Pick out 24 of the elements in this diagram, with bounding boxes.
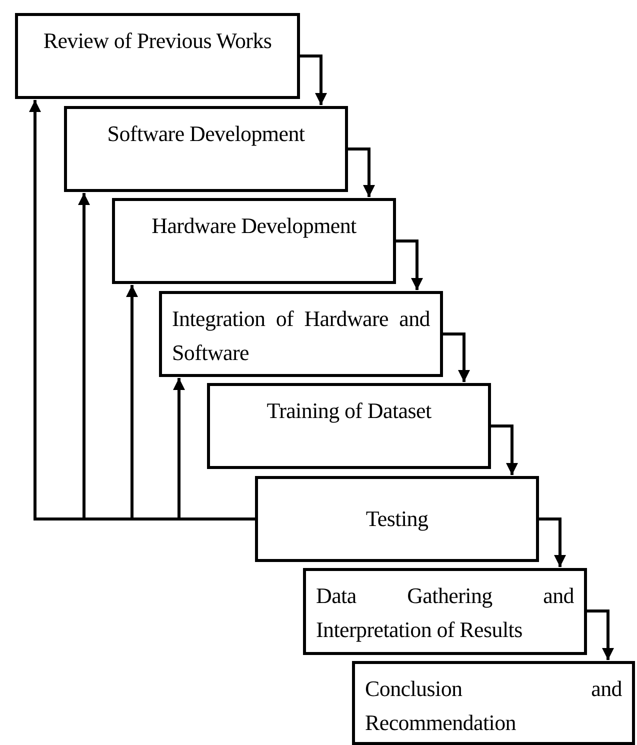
step-label: Integration of Hardware and Software [172, 305, 430, 367]
step-label: Review of Previous Works [42, 27, 273, 55]
process-box [207, 383, 491, 469]
step-label: Software Development [106, 120, 306, 148]
arrow [539, 518, 566, 567]
arrow [300, 54, 327, 105]
step-label: Hardware Development [150, 212, 358, 240]
step-label: Conclusion and Recommendation [365, 675, 622, 737]
step-label: Testing [364, 505, 430, 533]
arrow [443, 332, 470, 382]
process-box [112, 198, 396, 284]
arrow [587, 610, 614, 660]
process-box [303, 568, 587, 655]
process-box [15, 13, 300, 99]
process-box [255, 476, 539, 562]
process-box [159, 291, 443, 377]
process-box [352, 661, 635, 745]
arrow [173, 378, 255, 520]
arrow [396, 240, 423, 290]
arrow [348, 148, 375, 197]
process-box [64, 106, 348, 192]
step-label: Data Gathering and Interpretation of Results [316, 582, 574, 644]
step-label: Training of Dataset [266, 397, 432, 425]
arrow [491, 424, 518, 475]
